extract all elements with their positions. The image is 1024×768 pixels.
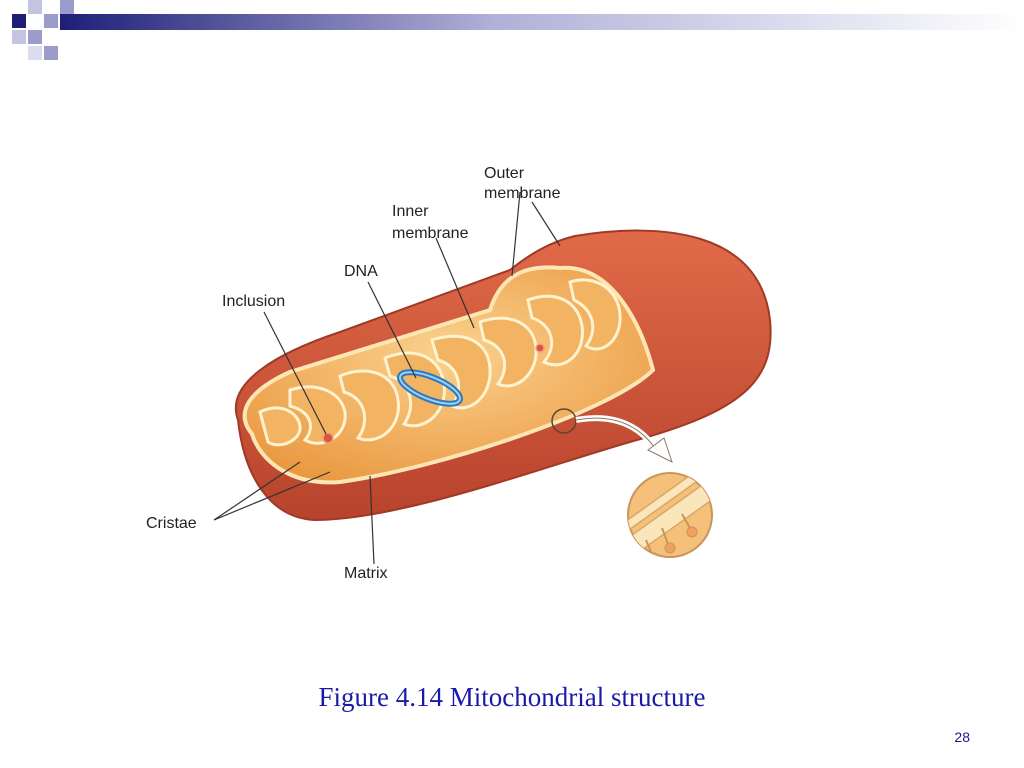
deco-square (28, 30, 42, 44)
deco-square (12, 30, 26, 44)
label-outer-membrane-line2: membrane (484, 185, 561, 202)
leader-outer-membrane (511, 191, 521, 277)
inclusion-granule (322, 432, 334, 444)
zoom-arrow-head (647, 437, 673, 463)
slide-page-number: 28 (954, 729, 970, 745)
label-cristae: Cristae (146, 515, 197, 532)
crista-fold (478, 316, 538, 388)
deco-square (28, 46, 42, 60)
label-matrix: Matrix (344, 565, 388, 582)
leader-inner-membrane (435, 237, 475, 329)
leader-lines (213, 191, 561, 565)
figure-caption: Figure 4.14 Mitochondrial structure (318, 682, 706, 712)
zoom-membrane-band (628, 473, 711, 534)
mitochondrion-diagram: Outer membrane Inner membrane DNA Inclus… (146, 165, 772, 582)
zoom-stalk (645, 539, 653, 555)
zoom-particle (664, 542, 676, 554)
corner-decoration (12, 0, 74, 60)
dna-strand-highlight (399, 371, 461, 405)
leader-dna (367, 281, 417, 379)
crista-fold (568, 278, 622, 351)
deco-square (28, 0, 42, 14)
magnify-source-circle (551, 408, 577, 434)
leader-inclusion (263, 311, 327, 435)
deco-square (44, 14, 58, 28)
gradient-bar-fill (60, 14, 1024, 30)
leader-cristae-1 (213, 461, 301, 521)
leader-cristae-2 (213, 471, 331, 521)
inclusion-granule (535, 343, 545, 353)
deco-square (44, 46, 58, 60)
label-inclusion: Inclusion (222, 293, 285, 310)
label-outer-membrane-line1: Outer (484, 165, 525, 182)
deco-square (12, 14, 26, 28)
leader-matrix (369, 475, 375, 565)
deco-square (60, 0, 74, 14)
zoom-stalk (661, 527, 669, 545)
cristae-zoom-inset (627, 472, 713, 558)
header-gradient-bar (60, 14, 1024, 30)
label-inner-membrane-line2: membrane (392, 225, 469, 242)
zoom-stalk (681, 513, 691, 529)
crista-fold (338, 369, 400, 442)
label-inner-membrane-line1: Inner (392, 203, 429, 220)
crista-fold (526, 294, 584, 367)
leader-outer-membrane-2 (531, 201, 561, 247)
label-dna: DNA (344, 263, 378, 280)
cristae-folds (258, 278, 622, 447)
crista-fold (430, 334, 492, 410)
crista-fold (258, 406, 302, 447)
zoom-particle (686, 526, 698, 538)
